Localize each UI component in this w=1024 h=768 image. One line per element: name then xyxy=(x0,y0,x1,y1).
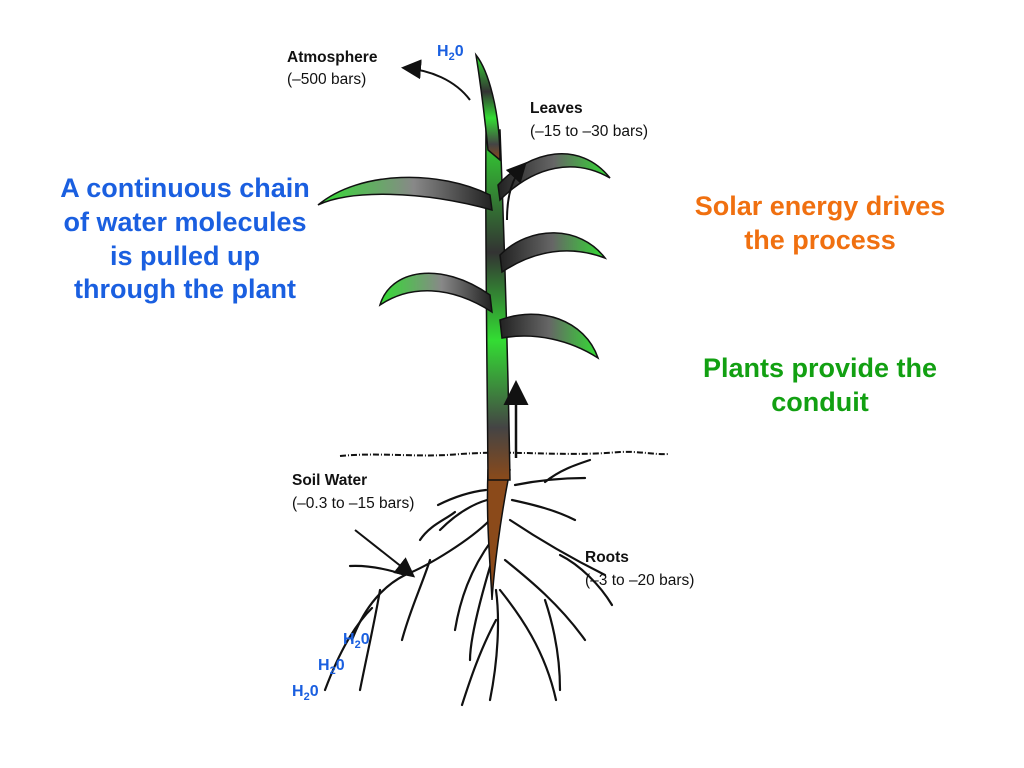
leaf-right-lower xyxy=(499,313,600,360)
leaves-arrow xyxy=(505,162,527,221)
h2o-root-2: H20 xyxy=(318,657,345,677)
soil-line xyxy=(339,450,669,457)
atmosphere-value: (–500 bars) xyxy=(287,71,366,88)
soil-water-value: (–0.3 to –15 bars) xyxy=(292,495,414,512)
roots-value: (–3 to –20 bars) xyxy=(585,572,694,589)
atmosphere-label: Atmosphere xyxy=(287,49,378,66)
plant-conduit-text: Plants provide the conduit xyxy=(702,353,938,417)
leaf-right-middle xyxy=(499,232,608,274)
leaves-label: Leaves xyxy=(530,100,583,117)
h2o-root-3: H20 xyxy=(292,683,319,703)
roots-label: Roots xyxy=(585,549,629,566)
leaves-value: (–15 to –30 bars) xyxy=(530,123,648,140)
main-root xyxy=(486,469,511,601)
soil-water-arrow xyxy=(354,529,416,578)
leaf-left-lower xyxy=(378,272,493,314)
soil-water-label: Soil Water xyxy=(292,472,367,489)
h2o-root-1: H20 xyxy=(343,631,370,651)
top-leaf xyxy=(474,52,501,162)
leaf-left-upper xyxy=(317,176,493,212)
roots xyxy=(323,458,614,707)
atmosphere-arrow xyxy=(401,59,471,101)
solar-energy-text: Solar energy drives the process xyxy=(694,191,946,255)
h2o-top: H20 xyxy=(437,43,464,63)
water-chain-text: A continuous chain of water molecules is… xyxy=(60,173,310,305)
